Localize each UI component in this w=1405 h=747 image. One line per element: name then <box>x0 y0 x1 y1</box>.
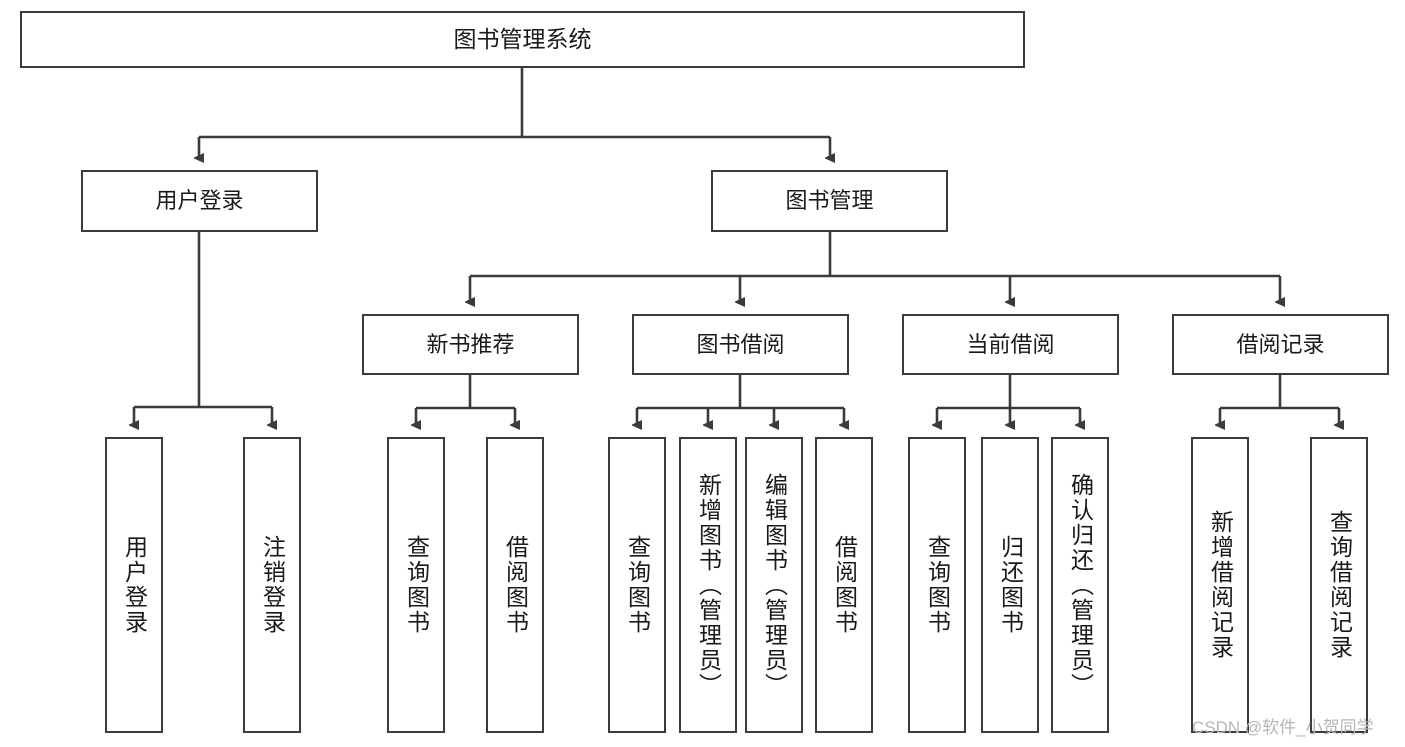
node-user-login[interactable]: 用户登录 <box>81 170 318 232</box>
leaf-user-login[interactable]: 用户登录 <box>105 437 163 733</box>
node-label: 查询图书 <box>924 535 951 635</box>
node-label: 查询图书 <box>403 535 430 635</box>
node-label: 确认归还（管理员） <box>1067 472 1094 698</box>
leaf-query-book-borrow[interactable]: 查询图书 <box>608 437 666 733</box>
leaf-query-book-recommend[interactable]: 查询图书 <box>387 437 445 733</box>
node-label: 图书管理系统 <box>453 26 592 53</box>
leaf-return-book[interactable]: 归还图书 <box>981 437 1039 733</box>
node-label: 注销登录 <box>259 535 286 635</box>
node-label: 借阅图书 <box>831 535 858 635</box>
node-label: 编辑图书（管理员） <box>761 472 788 698</box>
node-label: 归还图书 <box>997 535 1024 635</box>
node-book-management[interactable]: 图书管理 <box>711 170 948 232</box>
node-label: 用户登录 <box>121 535 148 635</box>
leaf-borrow-book-recommend[interactable]: 借阅图书 <box>486 437 544 733</box>
node-book-borrow[interactable]: 图书借阅 <box>632 314 849 375</box>
node-label: 用户登录 <box>155 188 244 214</box>
node-label: 借阅图书 <box>502 535 529 635</box>
node-label: 图书借阅 <box>696 331 785 357</box>
node-label: 当前借阅 <box>966 331 1055 357</box>
leaf-user-logout[interactable]: 注销登录 <box>243 437 301 733</box>
node-current-borrow[interactable]: 当前借阅 <box>902 314 1119 375</box>
node-label: 借阅记录 <box>1236 331 1325 357</box>
node-borrow-record[interactable]: 借阅记录 <box>1172 314 1389 375</box>
leaf-add-borrow-record[interactable]: 新增借阅记录 <box>1191 437 1249 733</box>
node-new-book-recommend[interactable]: 新书推荐 <box>362 314 579 375</box>
leaf-query-borrow-record[interactable]: 查询借阅记录 <box>1310 437 1368 733</box>
node-label: 新增借阅记录 <box>1207 510 1234 660</box>
watermark-text: CSDN @软件_小贺同学 <box>1192 718 1374 737</box>
leaf-edit-book-admin[interactable]: 编辑图书（管理员） <box>745 437 803 733</box>
node-label: 图书管理 <box>785 188 874 214</box>
node-label: 查询借阅记录 <box>1326 510 1353 660</box>
leaf-confirm-return-admin[interactable]: 确认归还（管理员） <box>1051 437 1109 733</box>
leaf-query-book-current[interactable]: 查询图书 <box>908 437 966 733</box>
node-label: 新增图书（管理员） <box>695 472 722 698</box>
leaf-borrow-book[interactable]: 借阅图书 <box>815 437 873 733</box>
node-root-system[interactable]: 图书管理系统 <box>20 11 1025 68</box>
leaf-add-book-admin[interactable]: 新增图书（管理员） <box>679 437 737 733</box>
node-label: 新书推荐 <box>426 331 515 357</box>
node-label: 查询图书 <box>624 535 651 635</box>
